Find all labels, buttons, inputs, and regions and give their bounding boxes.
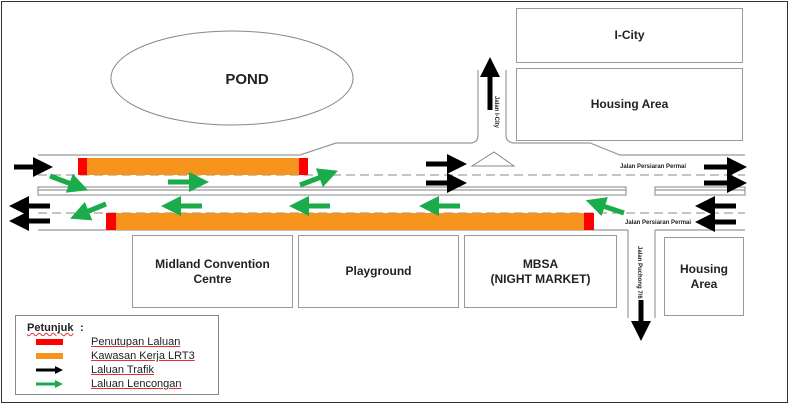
traffic-island [470,151,516,167]
detour-arrow-icon [36,380,63,388]
closure-lower-left [106,213,116,230]
legend-item-detour: Laluan Lencongan [36,378,182,390]
legend-title: Petunjuk [27,322,74,334]
landmark-playground: Playground [298,235,459,308]
detour-arrow-icon [299,168,339,188]
detour-arrow-icon [585,197,625,217]
landmark-housing-area-right: Housing Area [664,237,744,316]
landmark-housing-area-top: Housing Area [516,68,743,141]
legend-item-traffic: Laluan Trafik [36,364,154,376]
legend: Petunjuk: Penutupan Laluan Kawasan Kerja… [15,315,219,395]
lane-dividers [38,174,745,214]
road-label-persiaran-lower: Jalan Persiaran Permai [625,220,691,226]
worksite-swatch-icon [36,353,63,359]
closure-upper-right [299,158,308,175]
detour-arrow-icon [70,201,107,221]
traffic-arrow-icon [36,366,63,374]
legend-item-closure: Penutupan Laluan [36,336,180,348]
detour-arrow-icon [49,173,89,193]
landmark-icity: I-City [516,8,743,63]
road-label-persiaran-upper: Jalan Persiaran Permai [620,164,686,170]
pond-shape [110,30,354,126]
pond-label: POND [225,71,269,88]
closure-lower-right [584,213,594,230]
landmark-mbsa-night-market: MBSA (NIGHT MARKET) [464,235,617,308]
road-label-jalan-puchong: Jalan Puchong 7/6 [636,246,642,299]
landmark-midland-convention-centre: Midland Convention Centre [132,235,293,308]
closure-upper-left [78,158,87,175]
lrt3-worksite-upper [78,158,308,175]
lrt3-worksite-lower [106,213,594,230]
closure-swatch-icon [36,339,63,345]
road-label-jalan-icity: Jalan I-City [493,96,499,129]
legend-item-worksite: Kawasan Kerja LRT3 [36,350,195,362]
